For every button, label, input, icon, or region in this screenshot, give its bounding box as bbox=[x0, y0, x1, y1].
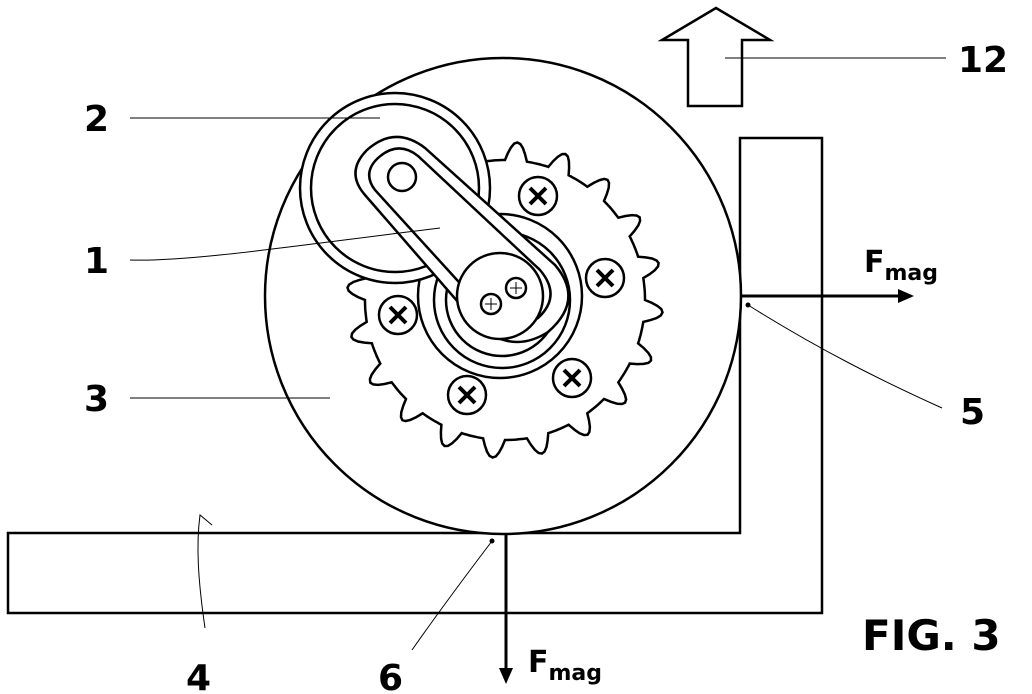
bolt-cross-2 bbox=[595, 268, 615, 288]
label-1: 1 bbox=[84, 241, 109, 282]
label-5: 5 bbox=[960, 392, 985, 433]
label-3: 3 bbox=[84, 379, 109, 420]
arm-hub bbox=[455, 251, 545, 341]
figure-caption: FIG. 3 bbox=[862, 611, 1001, 660]
lift-direction-arrow bbox=[657, 6, 775, 108]
l-shaped-plate bbox=[6, 136, 824, 615]
vertical-force-arrow bbox=[499, 535, 513, 684]
bolt-cross-4 bbox=[457, 385, 477, 405]
label-4: 4 bbox=[186, 658, 211, 694]
label-6: 6 bbox=[378, 658, 403, 694]
label-12: 12 bbox=[958, 40, 1008, 81]
force-label-vertical: Fmag bbox=[528, 645, 602, 686]
bolt-cross-1 bbox=[528, 186, 548, 206]
bolt-cross-5 bbox=[388, 305, 408, 325]
label-2: 2 bbox=[84, 99, 109, 140]
leader-lines bbox=[129, 57, 946, 651]
lever-arm bbox=[354, 135, 570, 344]
horizontal-force-arrow bbox=[742, 289, 914, 303]
bolt-cross-3 bbox=[562, 368, 582, 388]
bolts bbox=[377, 175, 626, 416]
arm-pivot-pin bbox=[386, 161, 418, 193]
force-label-horizontal: Fmag bbox=[864, 245, 938, 286]
